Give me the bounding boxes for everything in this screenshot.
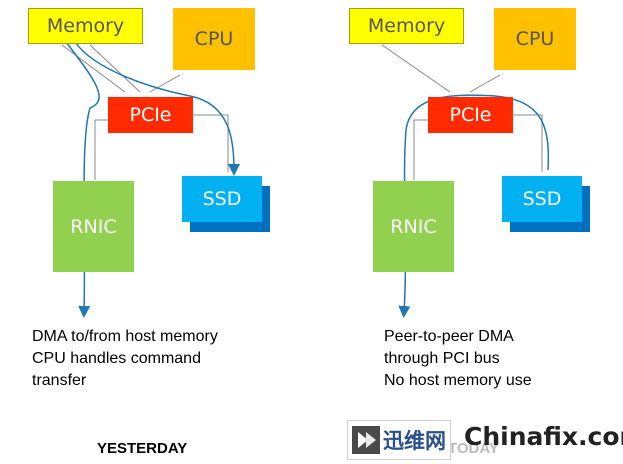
dma-path-memory-to-ssd	[74, 41, 240, 176]
rnic-label: RNIC	[390, 215, 437, 238]
memory-pcie-line	[61, 44, 126, 93]
left-description: DMA to/from host memory CPU handles comm…	[32, 326, 218, 392]
desc-line: Peer-to-peer DMA	[384, 328, 514, 345]
right-diagram-today: Memory CPU PCIe RNIC SSD Peer-to-peer DM…	[320, 0, 623, 464]
pcie-rnic-line	[413, 119, 430, 180]
pcie-box: PCIe	[108, 97, 193, 133]
ssd-box: SSD	[182, 176, 262, 222]
desc-line: CPU handles command	[32, 350, 201, 367]
cpu-label: CPU	[515, 28, 555, 50]
memory-box: Memory	[349, 8, 464, 44]
left-connectors	[61, 41, 240, 318]
watermark: 迅维网 Chinafix.com	[347, 420, 623, 464]
watermark-cn: 迅维网	[383, 429, 446, 453]
memory-pcie-line	[381, 44, 451, 93]
desc-line: No host memory use	[384, 372, 532, 389]
ssd-box: SSD	[502, 176, 582, 222]
watermark-en: Chinafix.com	[464, 422, 623, 451]
cpu-box: CPU	[173, 8, 255, 70]
pcie-ssd-line	[192, 114, 229, 172]
right-connectors	[381, 44, 550, 318]
cpu-box: CPU	[494, 8, 576, 70]
cpu-pcie-line	[149, 74, 181, 93]
pcie-label: PCIe	[449, 104, 492, 126]
pcie-box: PCIe	[428, 97, 513, 133]
watermark-logo: 迅维网	[347, 420, 451, 460]
chinafix-logo-icon	[352, 426, 380, 454]
memory-pcie-line-2	[89, 44, 141, 93]
desc-line: through PCI bus	[384, 350, 500, 367]
rnic-box: RNIC	[373, 181, 454, 272]
right-description: Peer-to-peer DMA through PCI bus No host…	[384, 326, 532, 392]
desc-line: DMA to/from host memory	[32, 328, 218, 345]
memory-label: Memory	[367, 15, 446, 37]
cpu-pcie-line	[469, 74, 501, 93]
ssd-label: SSD	[202, 188, 242, 210]
rnic-label: RNIC	[70, 215, 117, 238]
memory-label: Memory	[46, 15, 125, 37]
pcie-rnic-line	[94, 119, 108, 180]
pcie-label: PCIe	[129, 104, 172, 126]
left-diagram-yesterday: Memory CPU PCIe RNIC SSD DMA to/from hos…	[0, 0, 311, 464]
caption-yesterday: YESTERDAY	[97, 440, 188, 457]
rnic-box: RNIC	[53, 181, 134, 272]
cpu-label: CPU	[194, 28, 234, 50]
desc-line: transfer	[32, 372, 87, 389]
pcie-ssd-line	[512, 114, 543, 172]
caption-today: TODAY	[448, 440, 499, 457]
memory-box: Memory	[28, 8, 143, 44]
ssd-label: SSD	[522, 188, 562, 210]
